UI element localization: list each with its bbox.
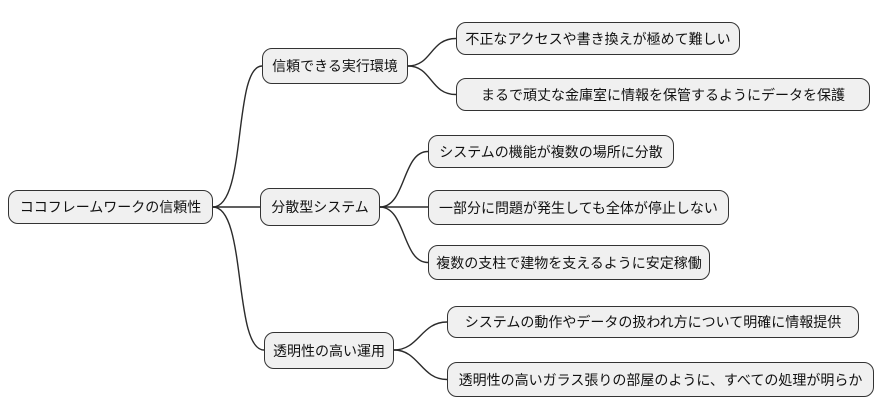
edge-branch-1-to-leaf-2: [407, 65, 457, 96]
leaf-node-clear-information[interactable]: システムの動作やデータの扱われ方について明確に情報提供: [447, 306, 859, 338]
leaf-node-pillars-analogy[interactable]: 複数の支柱で建物を支えるように安定稼働: [428, 245, 710, 280]
leaf-node-distributed-functions[interactable]: システムの機能が複数の場所に分散: [428, 135, 674, 168]
edge-branch-3-to-leaf-2: [393, 349, 448, 381]
leaf-node-tamper-resistance[interactable]: 不正なアクセスや書き換えが極めて難しい: [456, 22, 740, 55]
edge-root-to-branch-3: [212, 206, 265, 351]
branch-node-trusted-execution[interactable]: 信頼できる実行環境: [262, 48, 408, 84]
edge-branch-3-to-leaf-1: [393, 321, 448, 351]
leaf-node-vault-analogy[interactable]: まるで頑丈な金庫室に情報を保管するようにデータを保護: [456, 78, 870, 111]
branch-node-distributed-system[interactable]: 分散型システム: [260, 188, 380, 226]
edge-branch-2-to-leaf-1: [379, 150, 429, 208]
root-node-framework-reliability[interactable]: ココフレームワークの信頼性: [8, 190, 213, 224]
leaf-node-no-total-failure[interactable]: 一部分に問題が発生しても全体が停止しない: [428, 190, 729, 225]
branch-node-transparent-operation[interactable]: 透明性の高い運用: [264, 332, 394, 369]
edge-branch-2-to-leaf-3: [379, 206, 429, 264]
edge-branch-1-to-leaf-1: [407, 37, 457, 67]
edge-root-to-branch-1: [212, 65, 263, 208]
leaf-node-glass-room-analogy[interactable]: 透明性の高いガラス張りの部屋のように、すべての処理が明らか: [447, 362, 874, 397]
